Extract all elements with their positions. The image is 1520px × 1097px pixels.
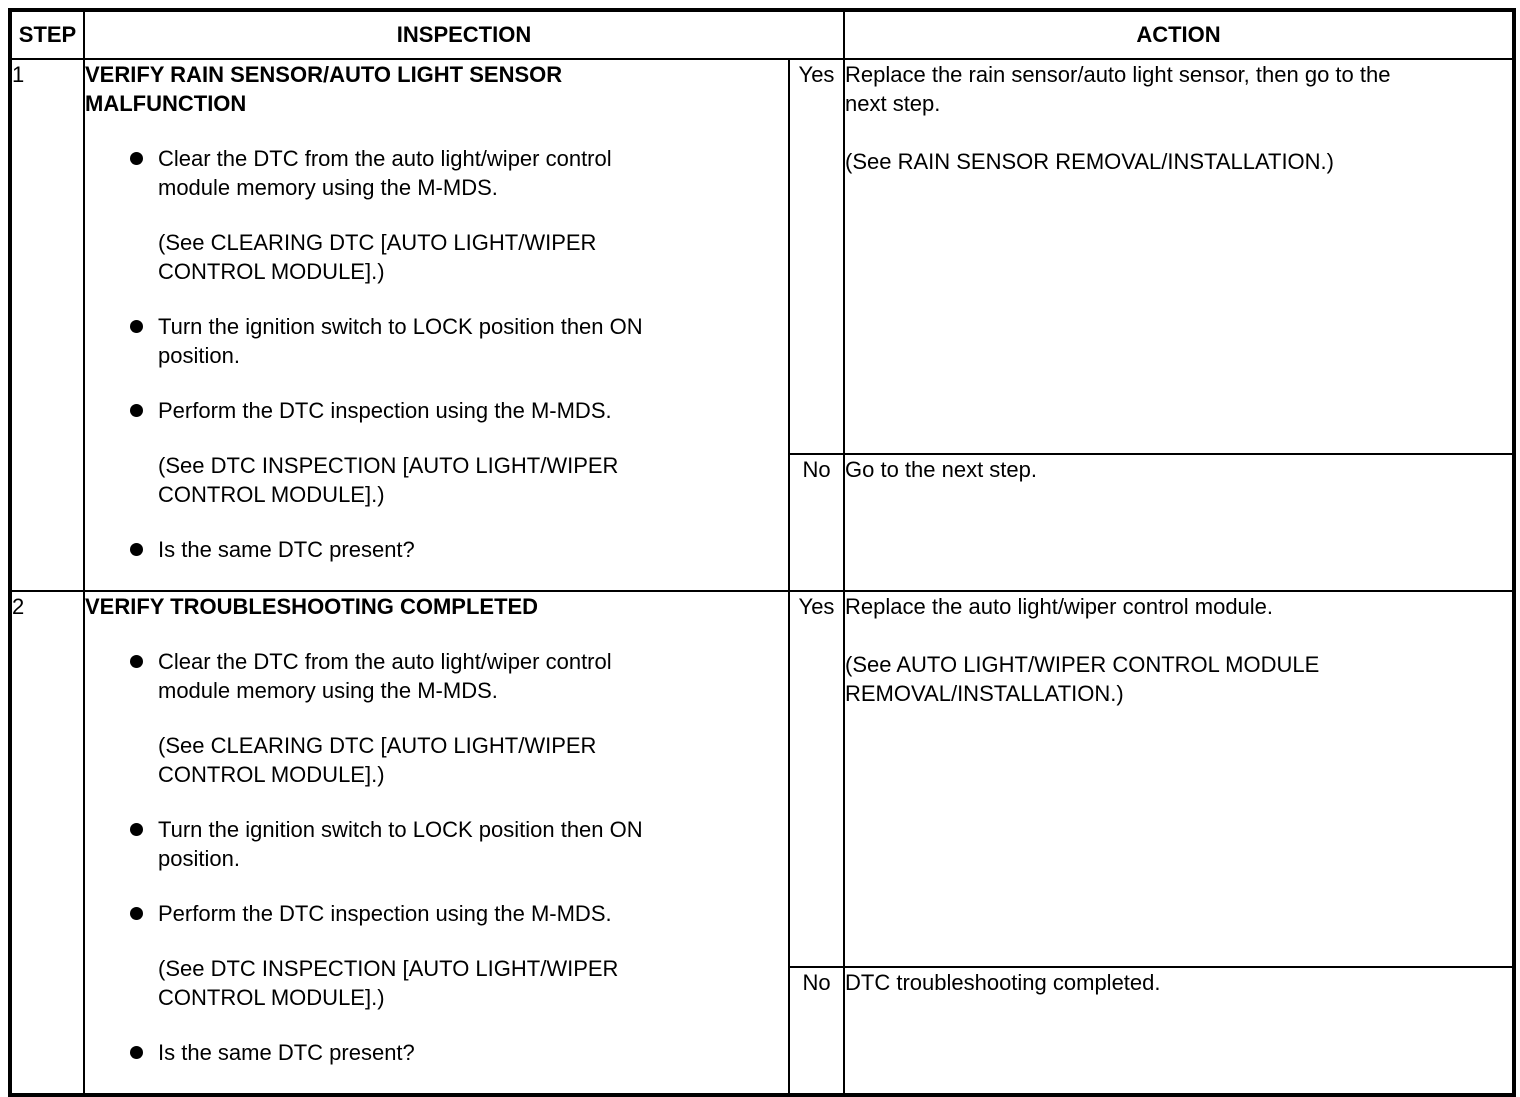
inspection-bullet-item: Turn the ignition switch to LOCK positio…	[130, 312, 787, 370]
bullet-icon	[130, 823, 143, 836]
inspection-item-text: Clear the DTC from the auto light/wiper …	[158, 649, 612, 703]
header-row: STEP INSPECTION ACTION	[9, 9, 1515, 60]
step1-no-action: Go to the next step.	[843, 453, 1515, 592]
step2-inspection-cell: VERIFY TROUBLESHOOTING COMPLETED Clear t…	[83, 590, 790, 1096]
col-header-step: STEP	[9, 9, 85, 60]
inspection-bullet-item: Is the same DTC present?	[130, 535, 787, 564]
step1-yes-row: 1 VERIFY RAIN SENSOR/AUTO LIGHT SENSOR M…	[9, 57, 1515, 592]
step2-yes-row: 2 VERIFY TROUBLESHOOTING COMPLETED Clear…	[9, 589, 1515, 1096]
inspection-item-text: Perform the DTC inspection using the M-M…	[158, 901, 612, 926]
bullet-icon	[130, 1046, 143, 1059]
bullet-icon	[130, 320, 143, 333]
step1-inspection-title: VERIFY RAIN SENSOR/AUTO LIGHT SENSOR MAL…	[85, 62, 563, 116]
inspection-item-text: Clear the DTC from the auto light/wiper …	[158, 146, 612, 200]
step2-number: 2	[9, 590, 85, 1096]
step2-inspection-title: VERIFY TROUBLESHOOTING COMPLETED	[85, 594, 539, 619]
inspection-see-note: (See DTC INSPECTION [AUTO LIGHT/WIPER CO…	[158, 956, 619, 1010]
step1-yes-label: Yes	[788, 57, 845, 456]
step1-no-label: No	[788, 453, 845, 592]
col-header-action: ACTION	[843, 9, 1515, 60]
bullet-icon	[130, 543, 143, 556]
step1-number: 1	[9, 58, 85, 592]
step2-yes-action: Replace the auto light/wiper control mod…	[843, 589, 1515, 969]
inspection-see-note: (See DTC INSPECTION [AUTO LIGHT/WIPER CO…	[158, 453, 619, 507]
bullet-icon	[130, 907, 143, 920]
inspection-bullet-item: Perform the DTC inspection using the M-M…	[130, 396, 787, 425]
inspection-item-text: Turn the ignition switch to LOCK positio…	[158, 314, 643, 368]
inspection-bullet-item: Is the same DTC present?	[130, 1038, 787, 1067]
step1-yes-action: Replace the rain sensor/auto light senso…	[843, 57, 1515, 456]
col-header-inspection: INSPECTION	[83, 9, 845, 60]
step1-no-row: No Go to the next step.	[10, 453, 1515, 592]
inspection-item-text: Perform the DTC inspection using the M-M…	[158, 398, 612, 423]
step2-no-label: No	[788, 966, 845, 1096]
bullet-icon	[130, 152, 143, 165]
bullet-icon	[130, 404, 143, 417]
inspection-bullet-item: Clear the DTC from the auto light/wiper …	[130, 647, 787, 705]
step1-inspection-cell: VERIFY RAIN SENSOR/AUTO LIGHT SENSOR MAL…	[83, 58, 790, 592]
inspection-item-text: Is the same DTC present?	[158, 1040, 415, 1065]
inspection-see-note: (See CLEARING DTC [AUTO LIGHT/WIPER CONT…	[158, 230, 597, 284]
inspection-bullet-item: Turn the ignition switch to LOCK positio…	[130, 815, 787, 873]
step2-yes-label: Yes	[788, 589, 845, 969]
inspection-bullet-item: Clear the DTC from the auto light/wiper …	[130, 144, 787, 202]
inspection-item-text: Turn the ignition switch to LOCK positio…	[158, 817, 643, 871]
troubleshooting-table: STEP INSPECTION ACTION 1 VERIFY RAIN SEN…	[8, 8, 1516, 1097]
step2-no-action: DTC troubleshooting completed.	[843, 966, 1515, 1096]
inspection-item-text: Is the same DTC present?	[158, 537, 415, 562]
bullet-icon	[130, 655, 143, 668]
inspection-see-note: (See CLEARING DTC [AUTO LIGHT/WIPER CONT…	[158, 733, 597, 787]
inspection-bullet-item: Perform the DTC inspection using the M-M…	[130, 899, 787, 928]
